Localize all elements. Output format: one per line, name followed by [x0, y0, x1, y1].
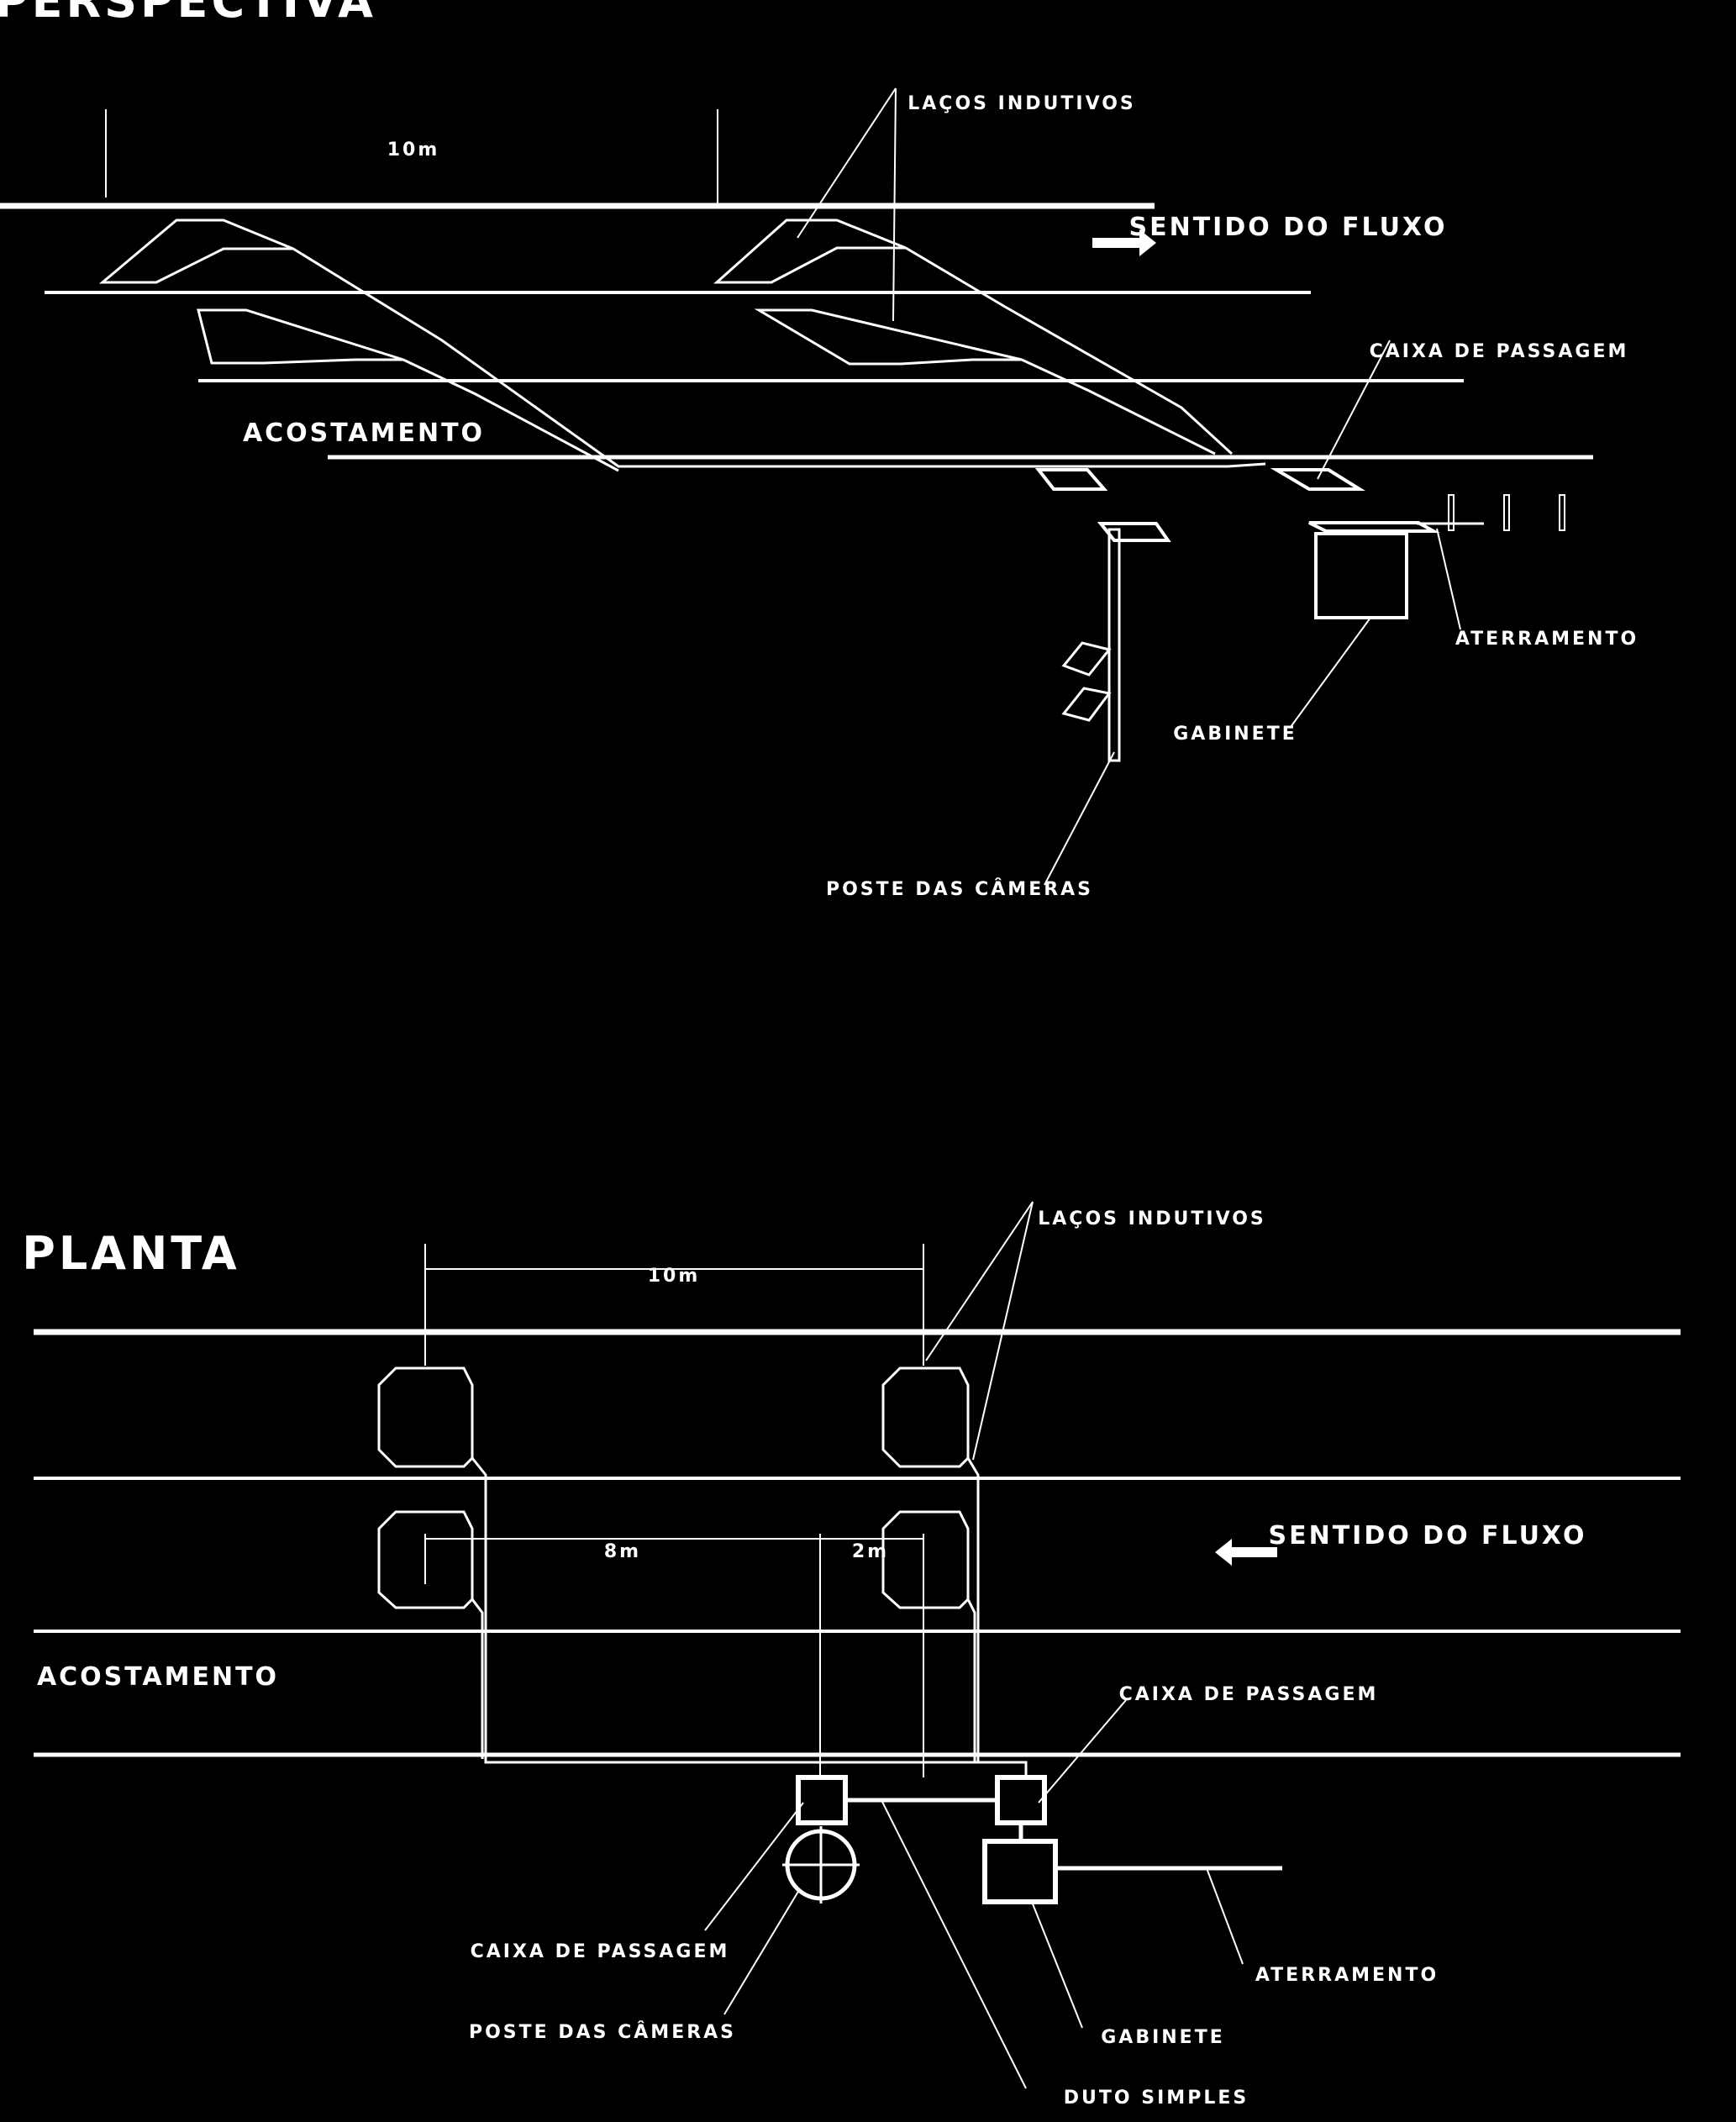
plan-view: PLANTA LAÇOS INDUTIVOS 10m 8m 2m SENTIDO… — [22, 1201, 1681, 2109]
plan-poste-label: POSTE DAS CÂMERAS — [469, 2021, 736, 2043]
persp-poste-leader — [1044, 751, 1115, 886]
persp-poste — [1107, 528, 1121, 762]
plan-gabinete-leader — [1031, 1901, 1083, 2029]
persp-title: PERSPECTIVA — [0, 0, 376, 28]
persp-caixa-1 — [1270, 468, 1366, 491]
plan-gabinete-label: GABINETE — [1101, 2027, 1225, 2048]
persp-flow-arrow — [1092, 229, 1156, 256]
persp-cable-3 — [905, 246, 1234, 455]
persp-acostamento-label: ACOSTAMENTO — [243, 419, 485, 448]
persp-flow-label: SENTIDO DO FLUXO — [1129, 213, 1448, 242]
persp-loop-4 — [754, 308, 1023, 366]
persp-camera-1 — [1061, 641, 1112, 677]
plan-flow-label: SENTIDO DO FLUXO — [1269, 1521, 1587, 1551]
persp-loop-3 — [197, 308, 404, 365]
persp-lacos-leader-1 — [797, 87, 897, 239]
persp-gabinete-leader — [1290, 617, 1371, 728]
plan-poste-leader — [723, 1889, 800, 2015]
plan-lacos-leader-2 — [972, 1201, 1034, 1461]
persp-poste-base — [1097, 522, 1171, 542]
plan-dim-8m: 8m — [604, 1541, 641, 1562]
plan-gabinete — [982, 1839, 1058, 1904]
plan-caixa-left-leader — [704, 1802, 804, 1931]
persp-caixa-label: CAIXA DE PASSAGEM — [1370, 341, 1629, 362]
persp-ground-rod-3 — [1448, 494, 1455, 531]
perspective-view: PERSPECTIVA LAÇOS INDUTIVOS 10m SENTIDO … — [0, 0, 1639, 900]
plan-dim-10m: 10m — [648, 1266, 701, 1287]
plan-cable-4 — [966, 1598, 1028, 1776]
persp-lacos-leader-2 — [892, 87, 897, 322]
plan-cable-1 — [471, 1457, 997, 1764]
plan-loop-4 — [881, 1510, 970, 1609]
plan-loop-1 — [377, 1366, 474, 1468]
plan-duto-leader — [881, 1799, 1027, 2089]
persp-caixa-2 — [1034, 468, 1108, 491]
persp-gabinete-label: GABINETE — [1173, 724, 1297, 745]
plan-acostamento-label: ACOSTAMENTO — [37, 1662, 279, 1692]
persp-camera-2 — [1061, 687, 1112, 722]
plan-caixa-right — [995, 1775, 1047, 1825]
persp-loop-1 — [98, 219, 294, 284]
plan-caixa-right-label: CAIXA DE PASSAGEM — [1119, 1684, 1379, 1705]
persp-lacos-label: LAÇOS INDUTIVOS — [907, 93, 1136, 114]
persp-poste-label: POSTE DAS CÂMERAS — [826, 878, 1093, 900]
plan-loop-2 — [881, 1366, 970, 1468]
plan-title: PLANTA — [22, 1227, 239, 1280]
persp-aterramento-label: ATERRAMENTO — [1455, 629, 1639, 650]
plan-ground-leader — [1206, 1867, 1244, 1965]
persp-cable-4 — [1021, 358, 1216, 455]
plan-caixa-right-leader — [1038, 1699, 1127, 1803]
persp-gabinete — [1314, 532, 1408, 619]
persp-ground-rod-1 — [1559, 494, 1565, 531]
persp-cable-1 — [292, 247, 1266, 468]
plan-caixa-left-label: CAIXA DE PASSAGEM — [471, 1941, 730, 1962]
persp-ground-leader — [1436, 528, 1461, 630]
plan-cable-3 — [471, 1598, 484, 1759]
persp-cable-2 — [402, 358, 619, 472]
persp-gabinete-top — [1308, 521, 1440, 533]
plan-dim-2m: 2m — [852, 1541, 889, 1562]
plan-duto-label: DUTO SIMPLES — [1064, 2088, 1249, 2109]
plan-lacos-leader-1 — [925, 1201, 1034, 1361]
persp-loop-2 — [713, 219, 907, 284]
plan-cable-2 — [966, 1457, 980, 1762]
persp-ground-rod-2 — [1503, 494, 1510, 531]
plan-caixa-left — [796, 1775, 848, 1825]
plan-lacos-label: LAÇOS INDUTIVOS — [1038, 1208, 1266, 1229]
persp-dim-10m: 10m — [387, 140, 440, 161]
plan-aterramento-label: ATERRAMENTO — [1255, 1965, 1439, 1986]
plan-loop-3 — [377, 1510, 474, 1609]
persp-caixa-leader — [1317, 340, 1391, 480]
plan-flow-arrow — [1215, 1539, 1277, 1566]
